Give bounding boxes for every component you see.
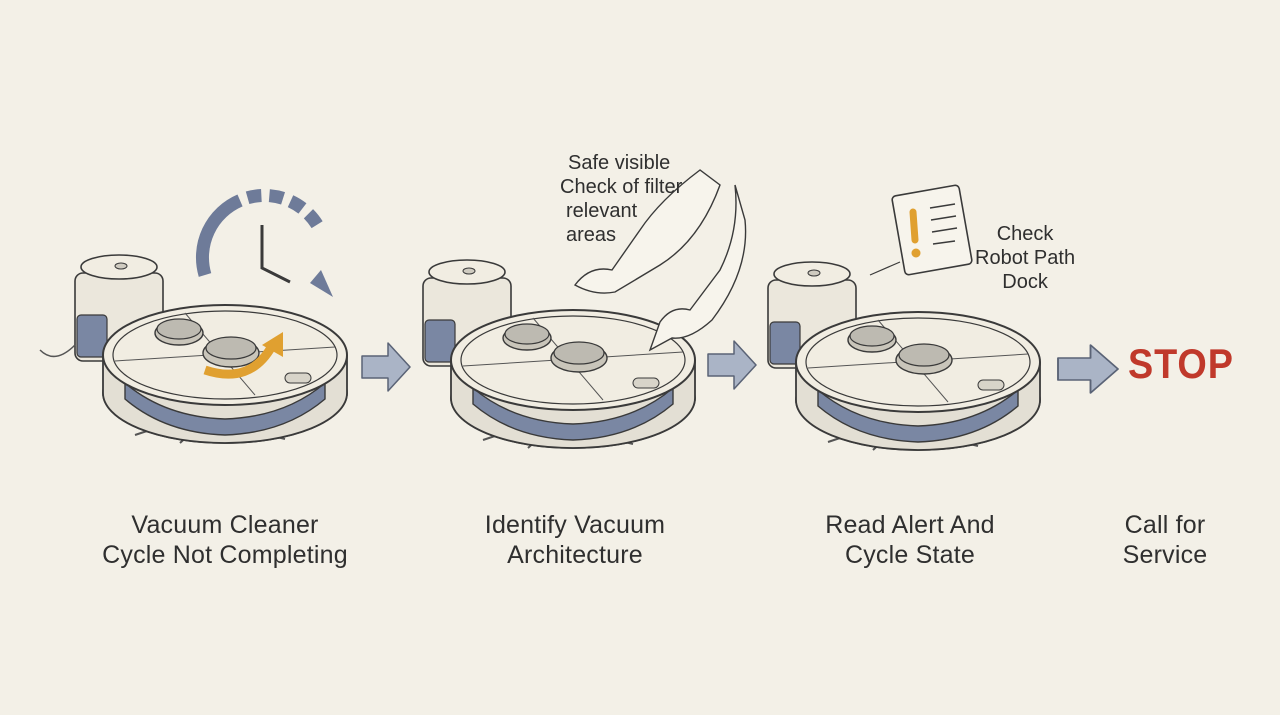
step-label-line: Service — [1122, 541, 1208, 569]
step-2-annotation: Safe visible Check of filter relevant ar… — [560, 151, 682, 247]
flow-arrow-1 — [361, 342, 411, 392]
step-3-label: Read Alert And Cycle State — [790, 510, 1030, 570]
step-label-line: Vacuum Cleaner — [131, 511, 319, 539]
step-label-line: Call for — [1124, 511, 1206, 539]
annotation-line: Check of filter — [560, 176, 683, 198]
step-label-line: Cycle State — [844, 541, 976, 569]
cycle-arrow-icon — [203, 332, 283, 379]
flow-arrow-2 — [707, 340, 757, 390]
clock-icon — [195, 188, 333, 297]
step-1-label: Vacuum Cleaner Cycle Not Completing — [60, 510, 390, 570]
step-label-line: Identify Vacuum — [484, 511, 666, 539]
flow-arrow-3 — [1057, 344, 1119, 394]
step-2-label: Identify Vacuum Architecture — [430, 510, 720, 570]
step-label-line: Read Alert And — [825, 511, 995, 539]
annotation-line: Robot Path — [975, 247, 1076, 269]
step-1-robot-vacuum-icon — [39, 254, 348, 444]
hands-icon — [573, 169, 747, 352]
annotation-line: relevant — [566, 200, 638, 222]
step-4-label: Call for Service — [1095, 510, 1235, 570]
stop-sign-text: STOP — [1128, 340, 1234, 387]
step-2-robot-vacuum-icon — [422, 259, 696, 449]
step-label-line: Architecture — [507, 541, 643, 569]
annotation-line: Check — [996, 223, 1054, 245]
annotation-line: areas — [566, 224, 617, 246]
step-label-line: Cycle Not Completing — [102, 541, 348, 569]
annotation-line: Safe visible — [568, 152, 671, 174]
annotation-line: Dock — [1002, 271, 1048, 293]
alert-card-icon — [869, 184, 973, 276]
step-3-annotation: Check Robot Path Dock — [975, 222, 1075, 294]
